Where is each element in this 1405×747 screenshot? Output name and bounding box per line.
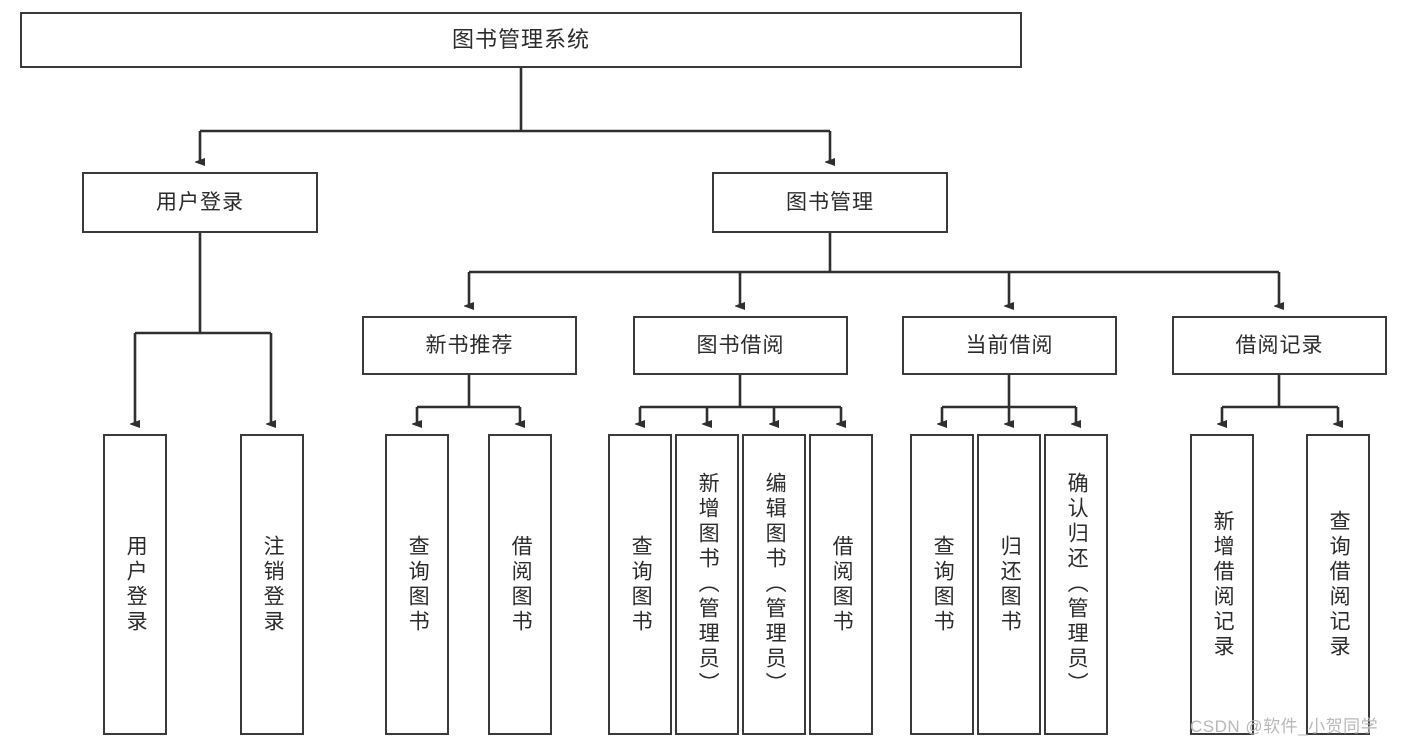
- leaf-edit-book-admin[interactable]: 编辑图书（管理员）: [742, 434, 806, 735]
- node-label: 确认归还（管理员）: [1065, 472, 1089, 697]
- leaf-borrow-book[interactable]: 借阅图书: [809, 434, 873, 735]
- node-label: 用户登录: [156, 190, 244, 214]
- node-label: 借阅图书: [509, 534, 533, 635]
- leaf-confirm-return-admin[interactable]: 确认归还（管理员）: [1044, 434, 1108, 735]
- node-book-borrow[interactable]: 图书借阅: [633, 316, 848, 375]
- node-user-login[interactable]: 用户登录: [82, 172, 318, 233]
- node-label: 借阅图书: [830, 534, 854, 635]
- leaf-add-book-admin[interactable]: 新增图书（管理员）: [675, 434, 739, 735]
- node-label: 查询图书: [629, 534, 653, 635]
- leaf-query-borrow-record[interactable]: 查询借阅记录: [1306, 434, 1370, 735]
- node-label: 图书借阅: [696, 333, 785, 357]
- leaf-return-book[interactable]: 归还图书: [977, 434, 1041, 735]
- node-label: 用户登录: [124, 534, 148, 635]
- leaf-query-book-current[interactable]: 查询图书: [910, 434, 974, 735]
- node-label: 查询图书: [406, 534, 430, 635]
- node-label: 图书管理系统: [451, 26, 590, 52]
- node-label: 新增图书（管理员）: [696, 472, 720, 697]
- node-label: 查询借阅记录: [1327, 509, 1351, 660]
- leaf-query-book-recommend[interactable]: 查询图书: [385, 434, 449, 735]
- node-label: 查询图书: [931, 534, 955, 635]
- node-label: 借阅记录: [1235, 333, 1324, 357]
- node-book-management[interactable]: 图书管理: [712, 172, 948, 233]
- node-borrow-record[interactable]: 借阅记录: [1172, 316, 1387, 375]
- node-label: 归还图书: [998, 534, 1022, 635]
- node-label: 新增借阅记录: [1211, 509, 1235, 660]
- leaf-user-login[interactable]: 用户登录: [103, 434, 167, 735]
- leaf-query-book-borrow[interactable]: 查询图书: [608, 434, 672, 735]
- leaf-borrow-book-recommend[interactable]: 借阅图书: [488, 434, 552, 735]
- node-label: 新书推荐: [425, 333, 514, 357]
- leaf-add-borrow-record[interactable]: 新增借阅记录: [1190, 434, 1254, 735]
- node-root-system[interactable]: 图书管理系统: [20, 12, 1022, 68]
- node-new-book-recommend[interactable]: 新书推荐: [362, 316, 577, 375]
- node-label: 当前借阅: [965, 333, 1054, 357]
- leaf-logout[interactable]: 注销登录: [240, 434, 304, 735]
- node-current-borrow[interactable]: 当前借阅: [902, 316, 1117, 375]
- node-label: 注销登录: [261, 534, 285, 635]
- node-label: 图书管理: [786, 190, 874, 214]
- node-label: 编辑图书（管理员）: [763, 472, 787, 697]
